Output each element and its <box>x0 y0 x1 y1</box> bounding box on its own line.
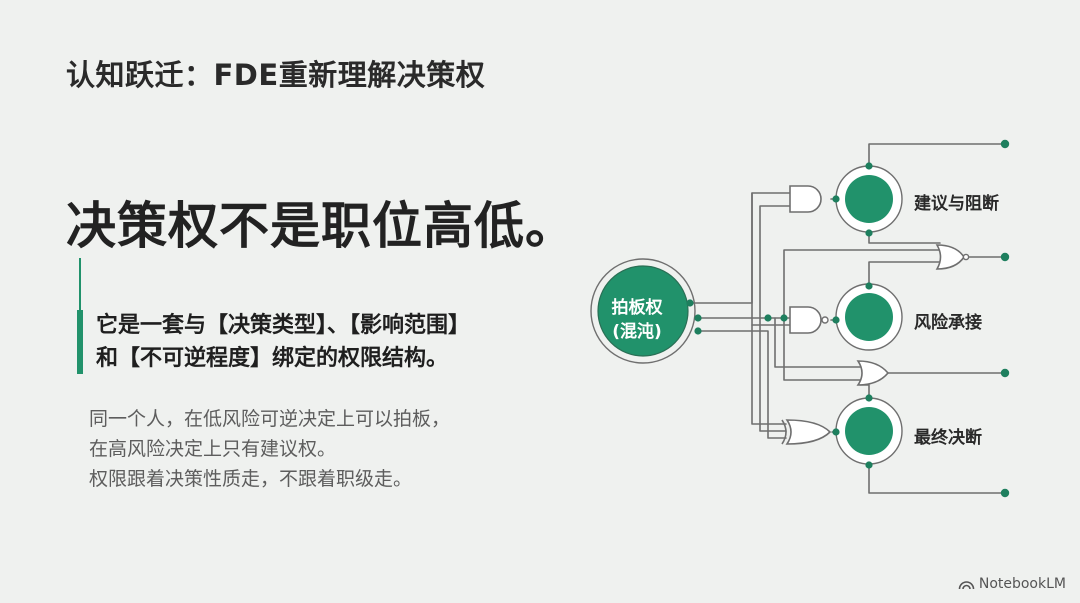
hub-label: 拍板权 (混沌) <box>593 296 681 344</box>
dot-node1-top <box>865 162 873 170</box>
key-point: 它是一套与【决策类型】、【影响范围】 和【不可逆程度】绑定的权限结构。 <box>96 309 470 375</box>
hub-label-sub: (混沌) <box>612 322 662 342</box>
wire-node1-bottom <box>868 232 941 244</box>
accent-bar <box>77 310 83 374</box>
xor-gate <box>785 419 832 445</box>
wire-node1-top <box>868 143 1005 167</box>
hub-node <box>597 265 689 357</box>
dot-end-1 <box>1000 139 1010 149</box>
node-label-3: 最终决断 <box>914 428 982 448</box>
notebooklm-logo-icon <box>958 581 975 590</box>
or-gate <box>856 360 890 386</box>
detail-line-1: 同一个人，在低风险可逆决定上可以拍板， <box>89 408 451 430</box>
dot-node2-top <box>865 282 873 290</box>
dot-end-4 <box>1000 488 1010 498</box>
nor-gate <box>935 244 965 270</box>
wire-bus-4 <box>751 192 787 425</box>
and-gate-2-bubble <box>821 316 829 324</box>
wire-node3-bottom <box>868 464 1005 494</box>
dot-bus-1 <box>764 314 772 322</box>
dot-and2-out <box>832 316 840 324</box>
detail-line-3: 权限跟着决策性质走，不跟着职级走。 <box>89 468 413 490</box>
dot-bus-2 <box>780 314 788 322</box>
wire-hub-top <box>689 192 791 304</box>
detail-line-2: 在高风险决定上只有建议权。 <box>89 438 337 460</box>
logic-gate-diagram <box>590 139 1010 498</box>
headline: 决策权不是职位高低。 <box>66 197 576 255</box>
node-1 <box>845 175 893 223</box>
key-point-line-1: 它是一套与【决策类型】、【影响范围】 <box>96 313 471 338</box>
dot-xor-out <box>832 428 840 436</box>
dot-end-2 <box>1000 252 1010 262</box>
accent-bar-thin <box>79 258 81 310</box>
node-3 <box>845 407 893 455</box>
wire-bus-1 <box>759 205 791 432</box>
dot-node3-top <box>865 394 873 402</box>
and-gate-1 <box>789 185 822 213</box>
and-gate-2 <box>789 306 822 334</box>
hub-label-main: 拍板权 <box>611 298 663 318</box>
node-label-1: 建议与阻断 <box>914 194 999 214</box>
dot-end-3 <box>1000 368 1010 378</box>
page-title: 认知跃迁：FDE重新理解决策权 <box>66 58 486 92</box>
node-label-2: 风险承接 <box>914 313 982 333</box>
dot-node3-bottom <box>865 461 873 469</box>
xor-gate-back <box>781 419 787 445</box>
dot-and1-out <box>832 195 840 203</box>
dot-hub-3 <box>694 327 702 335</box>
brand-name: NotebookLM <box>978 576 1066 592</box>
dot-hub-2 <box>694 314 702 322</box>
key-point-line-2: 和【不可逆程度】绑定的权限结构。 <box>96 346 449 371</box>
wire-hub-low <box>697 330 787 439</box>
wire-bus-5 <box>783 249 941 381</box>
node-2 <box>845 293 893 341</box>
dot-hub-1 <box>686 299 694 307</box>
brand-watermark: NotebookLM <box>958 576 1066 592</box>
nor-gate-bubble <box>962 253 970 261</box>
wire-bus-2 <box>774 317 861 368</box>
hub-outer-ring <box>590 258 696 364</box>
wire-node2-top <box>868 261 941 287</box>
dot-node1-bottom <box>865 229 873 237</box>
detail-text: 同一个人，在低风险可逆决定上可以拍板， 在高风险决定上只有建议权。 权限跟着决策… <box>89 404 450 494</box>
